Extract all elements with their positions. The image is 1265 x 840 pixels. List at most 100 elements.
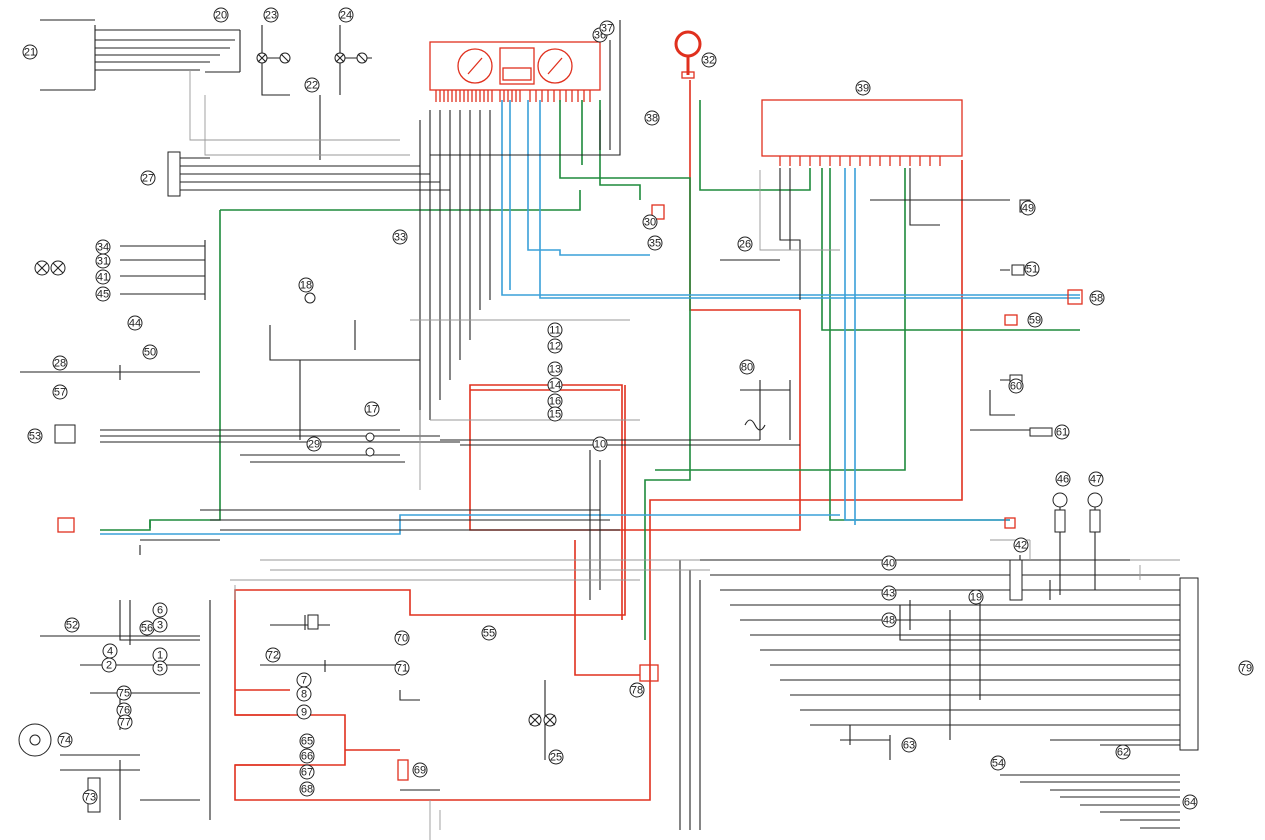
callout-number: 60 [1010, 381, 1022, 393]
callout-circle [263, 7, 279, 23]
callout-circle [881, 612, 897, 628]
callout-number: 19 [970, 592, 982, 604]
callout-number: 7 [301, 675, 307, 687]
callout-circle [412, 762, 428, 778]
callout-number: 23 [265, 10, 277, 22]
instrument-cluster [429, 41, 601, 102]
callout-27: 27 [140, 170, 156, 186]
callout-circle [642, 214, 658, 230]
callout-43: 43 [881, 585, 897, 601]
callout-61: 61 [1054, 424, 1070, 440]
callout-number: 17 [366, 404, 378, 416]
callout-circle [338, 7, 354, 23]
callout-circle [298, 277, 314, 293]
callout-circle [152, 660, 168, 676]
callout-32: 32 [701, 52, 717, 68]
callout-68: 68 [299, 781, 315, 797]
callout-circle [990, 755, 1006, 771]
callout-5: 5 [152, 660, 168, 676]
callout-26: 26 [737, 236, 753, 252]
callout-number: 74 [59, 735, 71, 747]
callout-10: 10 [592, 436, 608, 452]
callout-18: 18 [298, 277, 314, 293]
callout-number: 1 [157, 650, 163, 662]
callout-circle [1020, 200, 1036, 216]
callout-circle [1027, 312, 1043, 328]
callout-13: 13 [547, 361, 563, 377]
callout-number: 43 [883, 588, 895, 600]
callout-6: 6 [152, 602, 168, 618]
callout-circle [52, 384, 68, 400]
callout-46: 46 [1055, 471, 1071, 487]
callout-15: 15 [547, 406, 563, 422]
callout-circle [547, 338, 563, 354]
callout-circle [1054, 424, 1070, 440]
callout-number: 9 [301, 707, 307, 719]
callout-37: 37 [599, 20, 615, 36]
callout-20: 20 [213, 7, 229, 23]
callout-78: 78 [629, 682, 645, 698]
grey-wires [189, 70, 1180, 840]
callout-circle [152, 617, 168, 633]
callout-2: 2 [101, 657, 117, 673]
callout-number: 6 [157, 605, 163, 617]
callout-16: 16 [547, 393, 563, 409]
callout-number: 28 [54, 358, 66, 370]
callout-number: 59 [1029, 315, 1041, 327]
callout-number: 13 [549, 364, 561, 376]
callout-67: 67 [299, 764, 315, 780]
callout-number: 47 [1090, 474, 1102, 486]
components [18, 52, 1103, 813]
callout-30: 30 [642, 214, 658, 230]
callout-circle [1088, 471, 1104, 487]
callout-circle [142, 344, 158, 360]
callout-circle [152, 602, 168, 618]
callout-53: 53 [27, 428, 43, 444]
callout-circle [140, 170, 156, 186]
callout-number: 42 [1015, 540, 1027, 552]
callout-circle [881, 585, 897, 601]
callout-number: 27 [142, 173, 154, 185]
callout-66: 66 [299, 748, 315, 764]
callout-circle [1013, 537, 1029, 553]
callout-number: 75 [118, 688, 130, 700]
callout-circle [1024, 261, 1040, 277]
callout-14: 14 [547, 377, 563, 393]
callout-circle [1055, 471, 1071, 487]
callout-number: 57 [54, 387, 66, 399]
callout-circle [265, 647, 281, 663]
callout-number: 18 [300, 280, 312, 292]
callout-72: 72 [265, 647, 281, 663]
callout-circle [64, 617, 80, 633]
callout-number: 30 [644, 217, 656, 229]
callout-19: 19 [968, 589, 984, 605]
callout-25: 25 [548, 749, 564, 765]
callout-number: 80 [741, 362, 753, 374]
callout-circle [296, 686, 312, 702]
callout-54: 54 [990, 755, 1006, 771]
callout-number: 38 [646, 113, 658, 125]
callout-79: 79 [1238, 660, 1254, 676]
callout-circle [304, 77, 320, 93]
blue-wires [100, 100, 1080, 535]
callout-57: 57 [52, 384, 68, 400]
callout-circle [592, 436, 608, 452]
callout-number: 15 [549, 409, 561, 421]
callout-circle [1182, 794, 1198, 810]
callout-number: 54 [992, 758, 1004, 770]
callout-1: 1 [152, 647, 168, 663]
callout-60: 60 [1008, 378, 1024, 394]
ignition-key [674, 30, 702, 79]
callout-circle [481, 625, 497, 641]
callout-number: 63 [903, 740, 915, 752]
callout-75: 75 [116, 685, 132, 701]
callout-71: 71 [394, 660, 410, 676]
callout-70: 70 [394, 630, 410, 646]
callout-circle [116, 685, 132, 701]
callout-58: 58 [1089, 290, 1105, 306]
callout-number: 56 [141, 623, 153, 635]
callout-number: 10 [594, 439, 606, 451]
callout-23: 23 [263, 7, 279, 23]
callout-39: 39 [855, 80, 871, 96]
callout-circle [364, 401, 380, 417]
